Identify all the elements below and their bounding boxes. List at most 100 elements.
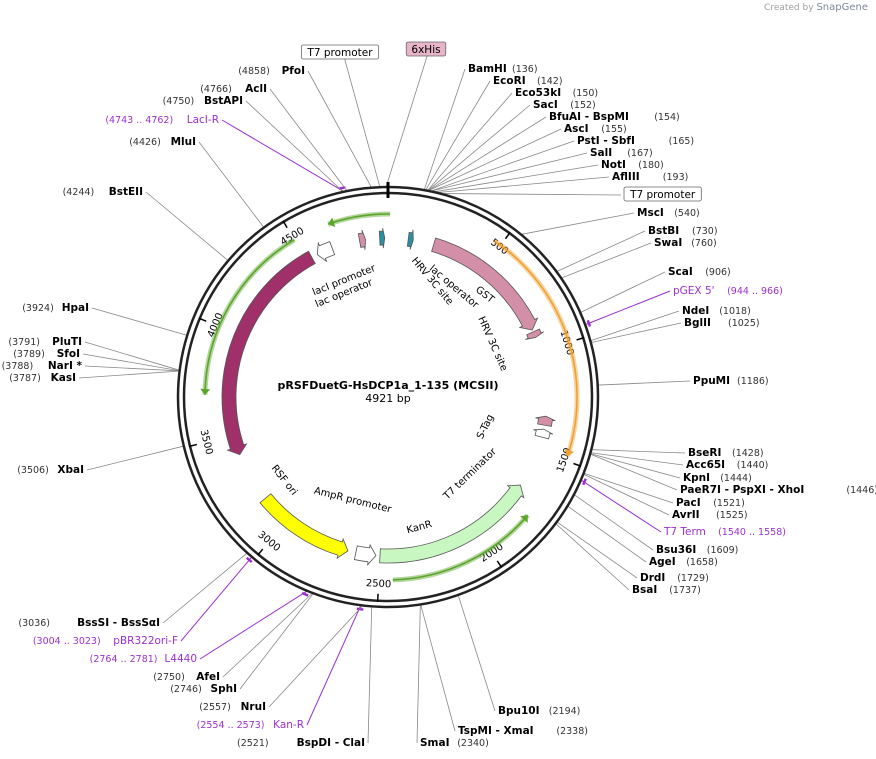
site-position: (1444) — [720, 473, 752, 484]
feature-S-Tag[interactable] — [535, 415, 556, 427]
site-t7-promoter[interactable]: T7 promoter — [623, 186, 702, 202]
site-paci[interactable]: PacI(1521) — [676, 497, 745, 509]
site-name: SacI — [533, 99, 558, 111]
site-name: PluTI — [52, 336, 82, 348]
site-pfoi[interactable]: PfoI(4858) — [238, 65, 305, 77]
site-name: BglII — [684, 317, 711, 329]
site-kan-r[interactable]: Kan-R(2554 .. 2573) — [197, 719, 304, 731]
site-name: Bpu10I — [498, 705, 540, 717]
site-t7-term[interactable]: T7 Term(1540 .. 1558) — [663, 526, 786, 538]
site-name: AgeI — [649, 556, 676, 568]
site-ppumi[interactable]: PpuMI(1186) — [693, 375, 769, 387]
site-bspdi-clai[interactable]: BspDI - ClaI(2521) — [237, 737, 365, 749]
site-hpai[interactable]: HpaI(3924) — [22, 302, 89, 314]
leader-line — [86, 445, 183, 471]
site-kpni[interactable]: KpnI(1444) — [683, 472, 752, 484]
site-6xhis[interactable]: 6xHis — [405, 41, 447, 57]
site-name: BstAPI — [204, 95, 243, 107]
site-afliii[interactable]: AflIII(193) — [612, 171, 688, 183]
site-acli[interactable]: AclI(4766) — [200, 83, 267, 95]
site-afei[interactable]: AfeI(2750) — [153, 671, 220, 683]
site-position: (1446) — [846, 485, 876, 496]
site-nari-[interactable]: NarI *(3788) — [2, 360, 83, 372]
site-msci[interactable]: MscI(540) — [637, 207, 700, 219]
site-xbai[interactable]: XbaI(3506) — [17, 464, 84, 476]
site-pluti[interactable]: PluTI(3791) — [8, 336, 82, 348]
site-bfuai-bspmi[interactable]: BfuAI - BspMI(154) — [549, 111, 680, 123]
site-psti-sbfi[interactable]: PstI - SbfI(165) — [577, 135, 694, 147]
feature-lac-operator-2[interactable] — [406, 229, 414, 250]
leader-line — [522, 212, 635, 235]
feature-lacI[interactable] — [221, 250, 316, 456]
feature-KanR[interactable] — [379, 484, 525, 564]
site-bsai[interactable]: BsaI(1737) — [632, 584, 701, 596]
feature-label: S-Tag — [475, 413, 496, 441]
tick-1000 — [576, 336, 585, 341]
site-name: NruI — [241, 701, 266, 713]
feature-RSF-ori[interactable] — [259, 493, 349, 560]
site-bsssi-bsss-i[interactable]: BssSI - BssSαI(3036) — [18, 617, 160, 629]
site-sphi[interactable]: SphI(2746) — [170, 683, 237, 695]
site-saci[interactable]: SacI(152) — [533, 99, 596, 111]
site-name: AflIII — [612, 171, 640, 183]
site-sfoi[interactable]: SfoI(3789) — [13, 348, 80, 360]
site-kasi[interactable]: KasI(3787) — [9, 372, 76, 384]
site-l4440[interactable]: L4440(2764 .. 2781) — [90, 653, 197, 665]
primer-mark — [245, 556, 253, 563]
site-bstbi[interactable]: BstBI(730) — [648, 225, 718, 237]
site-mlui[interactable]: MluI(4426) — [129, 136, 196, 148]
site-sali[interactable]: SalI(167) — [590, 147, 653, 159]
site-agei[interactable]: AgeI(1658) — [649, 556, 718, 568]
site-position: (1018) — [719, 306, 751, 317]
feature-lac-operator-1[interactable] — [378, 228, 386, 249]
site-avrii[interactable]: AvrII(1525) — [672, 509, 748, 521]
site-bamhi[interactable]: BamHI(136) — [468, 63, 538, 75]
site-ecori[interactable]: EcoRI(142) — [493, 75, 563, 87]
site-asci[interactable]: AscI(155) — [564, 123, 627, 135]
site-name: ScaI — [668, 266, 693, 278]
site-eco53ki[interactable]: Eco53kI(150) — [515, 87, 598, 99]
site-pbr322ori-f[interactable]: pBR322ori-F(3004 .. 3023) — [33, 635, 178, 647]
site-bpu10i[interactable]: Bpu10I(2194) — [498, 705, 580, 717]
site-laci-r[interactable]: LacI-R(4743 .. 4762) — [105, 114, 219, 126]
site-paer7i-pspxi-xhoi[interactable]: PaeR7I - PspXI - XhoI(1446) — [680, 484, 876, 496]
site-name: AclI — [245, 83, 267, 95]
snapgene-brand: SnapGene — [816, 2, 868, 13]
site-name: NdeI — [682, 305, 709, 317]
feature-HRV-3C-site-2[interactable] — [525, 328, 545, 340]
site-tspmi-xmai[interactable]: TspMI - XmaI(2338) — [458, 725, 588, 737]
leader-line — [198, 141, 264, 227]
site-position: (760) — [691, 238, 717, 249]
site-name: NotI — [601, 159, 626, 171]
site-ndei[interactable]: NdeI (1018) — [682, 305, 751, 317]
site-scai[interactable]: ScaI(906) — [668, 266, 731, 278]
feature-AmpR-promoter[interactable] — [353, 543, 377, 566]
leader-line — [568, 506, 647, 563]
site-name: XbaI — [57, 464, 84, 476]
site-bseri[interactable]: BseRI(1428) — [688, 447, 764, 459]
site-noti[interactable]: NotI(180) — [601, 159, 664, 171]
site-drdi[interactable]: DrdI(1729) — [640, 572, 709, 584]
site-bsteii[interactable]: BstEII(4244) — [63, 186, 143, 198]
site-pgex-5-[interactable]: pGEX 5'(944 .. 966) — [673, 285, 783, 297]
site-smai[interactable]: SmaI(2340) — [420, 737, 489, 749]
feature-GST[interactable] — [431, 237, 539, 331]
site-nrui[interactable]: NruI(2557) — [199, 701, 266, 713]
site-position: (3036) — [18, 618, 50, 629]
site-bglii[interactable]: BglII(1025) — [684, 317, 760, 329]
plasmid-length: 4921 bp — [365, 392, 410, 405]
site-position: (540) — [674, 208, 700, 219]
site-name: KasI — [51, 372, 76, 384]
feature-lacI-promoter[interactable] — [316, 241, 336, 263]
leader-line — [581, 480, 662, 533]
site-t7-promoter[interactable]: T7 promoter — [300, 44, 380, 60]
site-swai[interactable]: SwaI(760) — [654, 237, 717, 249]
site-name: PacI — [676, 497, 701, 509]
feature-HRV-3C-site-1[interactable] — [357, 229, 366, 250]
feature-T7-terminator[interactable] — [533, 428, 554, 440]
leader-line — [428, 104, 531, 191]
leader-line — [416, 605, 421, 744]
site-bsu36i[interactable]: Bsu36I(1609) — [656, 544, 738, 556]
site-bstapi[interactable]: BstAPI(4750) — [163, 95, 243, 107]
site-acc65i[interactable]: Acc65I(1440) — [686, 459, 768, 471]
